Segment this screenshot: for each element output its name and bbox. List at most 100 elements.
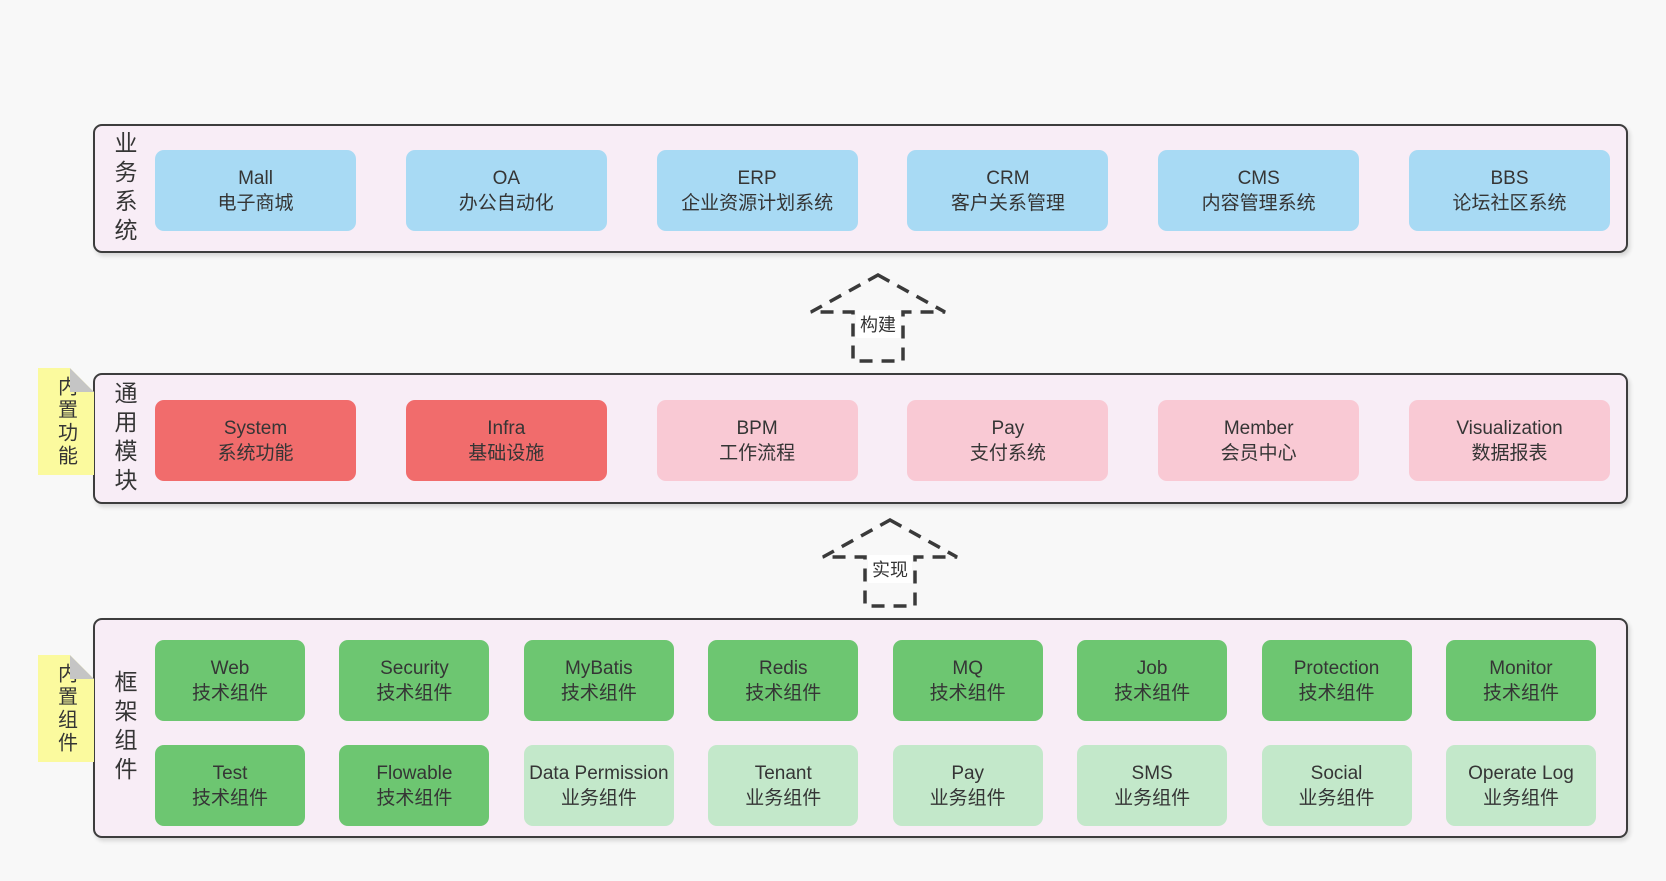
box-title: Security xyxy=(380,657,449,679)
box-protection: Protection 技术组件 xyxy=(1261,640,1412,721)
box-title: MyBatis xyxy=(565,657,633,679)
box-title: BPM xyxy=(736,417,778,439)
sticky-note-text: 内置组件 xyxy=(54,662,77,755)
layer-business-label: 业务系统 xyxy=(111,130,137,247)
arrow-implement-label: 实现 xyxy=(868,555,912,583)
box-security: Security 技术组件 xyxy=(339,640,490,721)
sticky-note-builtin-components: 内置组件 xyxy=(38,655,94,762)
box-monitor: Monitor 技术组件 xyxy=(1445,640,1596,721)
layer-framework-components: 框架组件 Web 技术组件 Security 技术组件 MyBatis 技术组件… xyxy=(93,618,1628,838)
box-subtitle: 业务组件 xyxy=(1298,787,1375,809)
box-member: Member 会员中心 xyxy=(1158,400,1360,481)
box-title: Tenant xyxy=(754,762,812,784)
box-title: Member xyxy=(1223,417,1294,439)
box-bpm: BPM 工作流程 xyxy=(656,400,858,481)
box-tenant: Tenant 业务组件 xyxy=(708,745,859,826)
box-pay-biz: Pay 业务组件 xyxy=(892,745,1043,826)
box-title: Data Permission xyxy=(529,762,669,784)
box-title: Pay xyxy=(991,417,1025,439)
box-system: System 系统功能 xyxy=(155,400,356,481)
box-subtitle: 业务组件 xyxy=(929,787,1006,809)
box-data-permission: Data Permission 业务组件 xyxy=(523,745,674,826)
box-flowable: Flowable 技术组件 xyxy=(339,745,490,826)
box-title: Social xyxy=(1310,762,1363,784)
box-erp: ERP 企业资源计划系统 xyxy=(656,150,858,231)
box-redis: Redis 技术组件 xyxy=(708,640,859,721)
box-subtitle: 业务组件 xyxy=(1482,787,1559,809)
box-subtitle: 技术组件 xyxy=(1114,682,1191,704)
box-title: SMS xyxy=(1131,762,1173,784)
box-subtitle: 论坛社区系统 xyxy=(1452,192,1567,214)
arrow-build-label: 构建 xyxy=(856,310,900,338)
box-subtitle: 技术组件 xyxy=(191,787,268,809)
box-subtitle: 技术组件 xyxy=(929,682,1006,704)
box-subtitle: 基础设施 xyxy=(468,442,545,464)
box-web: Web 技术组件 xyxy=(155,640,305,721)
box-title: Mall xyxy=(238,167,273,189)
box-infra: Infra 基础设施 xyxy=(405,400,607,481)
box-social: Social 业务组件 xyxy=(1261,745,1412,826)
sticky-note-text: 内置功能 xyxy=(54,375,77,468)
box-title: Flowable xyxy=(376,762,453,784)
box-title: Infra xyxy=(487,417,526,439)
box-subtitle: 工作流程 xyxy=(719,442,796,464)
box-bbs: BBS 论坛社区系统 xyxy=(1408,150,1610,231)
box-mybatis: MyBatis 技术组件 xyxy=(523,640,674,721)
arrow-build: 构建 xyxy=(808,272,948,364)
box-title: System xyxy=(223,417,288,439)
box-title: ERP xyxy=(737,167,777,189)
box-title: Protection xyxy=(1293,657,1380,679)
box-subtitle: 会员中心 xyxy=(1220,442,1297,464)
box-title: Web xyxy=(210,657,250,679)
box-pay: Pay 支付系统 xyxy=(907,400,1109,481)
arrow-implement: 实现 xyxy=(820,517,960,609)
box-mall: Mall 电子商城 xyxy=(155,150,356,231)
sticky-note-builtin-functions: 内置功能 xyxy=(38,368,94,475)
box-title: Pay xyxy=(951,762,985,784)
box-title: MQ xyxy=(952,657,983,679)
box-subtitle: 技术组件 xyxy=(1298,682,1375,704)
box-visualization: Visualization 数据报表 xyxy=(1408,400,1610,481)
box-title: CRM xyxy=(986,167,1030,189)
box-title: CMS xyxy=(1237,167,1280,189)
box-job: Job 技术组件 xyxy=(1077,640,1228,721)
box-subtitle: 业务组件 xyxy=(745,787,822,809)
layer-business-systems: 业务系统 Mall 电子商城 OA 办公自动化 ERP 企业资源计划系统 CRM… xyxy=(93,124,1628,253)
box-subtitle: 电子商城 xyxy=(217,192,294,214)
box-subtitle: 客户关系管理 xyxy=(950,192,1065,214)
box-sms: SMS 业务组件 xyxy=(1077,745,1228,826)
box-crm: CRM 客户关系管理 xyxy=(907,150,1109,231)
box-title: OA xyxy=(492,167,521,189)
layer-framework-label: 框架组件 xyxy=(111,670,137,786)
box-cms: CMS 内容管理系统 xyxy=(1158,150,1360,231)
box-test: Test 技术组件 xyxy=(155,745,305,826)
box-subtitle: 系统功能 xyxy=(217,442,294,464)
box-oa: OA 办公自动化 xyxy=(405,150,607,231)
box-operate-log: Operate Log 业务组件 xyxy=(1445,745,1596,826)
box-subtitle: 内容管理系统 xyxy=(1201,192,1316,214)
box-title: Monitor xyxy=(1489,657,1553,679)
box-subtitle: 技术组件 xyxy=(560,682,637,704)
folded-corner-icon xyxy=(70,655,94,679)
box-subtitle: 技术组件 xyxy=(1482,682,1559,704)
layer-modules-label: 通用模块 xyxy=(111,380,137,497)
box-subtitle: 数据报表 xyxy=(1471,442,1548,464)
box-subtitle: 业务组件 xyxy=(560,787,637,809)
box-title: Test xyxy=(212,762,248,784)
box-title: Visualization xyxy=(1456,417,1563,439)
box-title: Operate Log xyxy=(1468,762,1574,784)
box-subtitle: 技术组件 xyxy=(191,682,268,704)
box-subtitle: 办公自动化 xyxy=(458,192,554,214)
box-title: Redis xyxy=(758,657,808,679)
box-subtitle: 技术组件 xyxy=(376,787,453,809)
box-title: BBS xyxy=(1490,167,1529,189)
box-title: Job xyxy=(1136,657,1168,679)
folded-corner-icon xyxy=(70,368,94,392)
box-subtitle: 技术组件 xyxy=(376,682,453,704)
box-subtitle: 企业资源计划系统 xyxy=(681,192,834,214)
layer-common-modules: 通用模块 System 系统功能 Infra 基础设施 BPM 工作流程 Pay… xyxy=(93,373,1628,504)
box-subtitle: 技术组件 xyxy=(745,682,822,704)
box-subtitle: 支付系统 xyxy=(969,442,1046,464)
box-subtitle: 业务组件 xyxy=(1114,787,1191,809)
